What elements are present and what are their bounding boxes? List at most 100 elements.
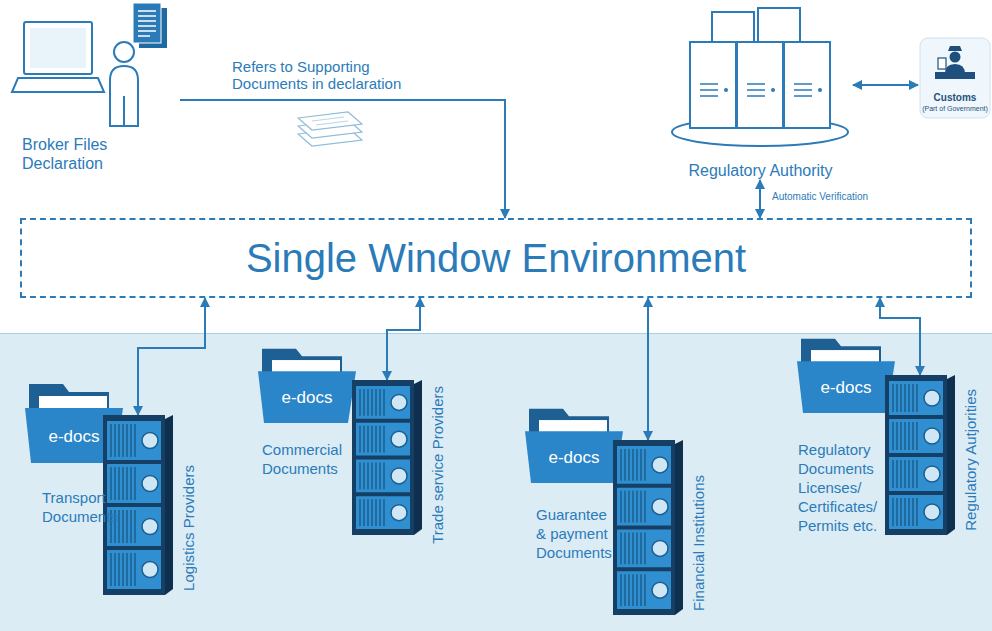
folder-label: e-docs [548, 448, 599, 468]
server-grill [130, 467, 132, 500]
server-rack [165, 415, 173, 595]
server-unit [107, 421, 161, 460]
server-grill [383, 463, 385, 490]
server-grill [620, 449, 622, 481]
person-icon [110, 42, 138, 126]
server-rack [675, 440, 683, 615]
server-unit [617, 488, 671, 526]
person-icon [123, 96, 125, 126]
server-unit [356, 386, 410, 419]
vertical-label-column: Logistics Providers [177, 415, 201, 595]
server-grill [912, 384, 914, 412]
server-unit [889, 419, 943, 453]
background-panel [0, 333, 992, 631]
server-grill [632, 491, 634, 523]
customs-icon [950, 52, 961, 63]
server-rack [613, 440, 683, 615]
server-node: Financial Institutions [613, 440, 713, 615]
server-grill [126, 424, 128, 457]
laptop-icon [30, 28, 86, 68]
connector-arrow [759, 180, 761, 218]
server-grill [904, 384, 906, 412]
icon-node: Broker Files Declaration [15, 5, 180, 173]
background-panel [0, 333, 992, 631]
server-grill [644, 491, 646, 523]
server-grill [632, 533, 634, 565]
server-grill [367, 499, 369, 526]
server-grill [375, 389, 377, 416]
documents-icon [298, 112, 362, 130]
server-grill [640, 533, 642, 565]
server-grill [114, 424, 116, 457]
server-grill [916, 422, 918, 450]
customs-icon [935, 72, 975, 79]
server-cluster [690, 42, 736, 128]
server-grill [134, 553, 136, 586]
customs-icon [948, 46, 962, 51]
icon-label: Customs [934, 92, 977, 104]
server-grill [624, 574, 626, 606]
server-grill [379, 389, 381, 416]
folder-label-area: e-docs [803, 361, 889, 415]
icon-node: Regulatory Authority [668, 5, 853, 180]
icon-sublabel: (Part of Government) [922, 104, 988, 113]
icon-label: Broker Files Declaration [22, 135, 140, 173]
server-node: Regulatory Autjorities [885, 375, 985, 535]
server-fan [142, 562, 158, 578]
server-rack [885, 375, 955, 535]
connector-label: Automatic Verification [772, 191, 922, 203]
server-grill [624, 449, 626, 481]
server-grill [620, 533, 622, 565]
server-grill [375, 426, 377, 453]
server-fan [142, 519, 158, 535]
server-rack [352, 380, 422, 535]
person-icon [110, 66, 138, 126]
server-grill [122, 553, 124, 586]
folder-shape [797, 361, 895, 413]
folder-label-area: e-docs [531, 431, 617, 485]
server-grill [363, 463, 365, 490]
connector-label: Refers to Supporting Documents in declar… [232, 58, 422, 92]
folder-label-area: e-docs [264, 371, 350, 425]
server-grill [371, 499, 373, 526]
connector-arrow [647, 298, 649, 440]
server-grill [900, 384, 902, 412]
server-fan [924, 428, 940, 444]
server-grill [912, 460, 914, 488]
server-grill [644, 574, 646, 606]
server-grill [114, 553, 116, 586]
server-grill [118, 510, 120, 543]
server-grill [640, 449, 642, 481]
server-grill [118, 467, 120, 500]
server-fan [391, 394, 407, 410]
server-cluster [724, 88, 728, 92]
server-grill [130, 424, 132, 457]
vertical-label-column: Regulatory Autjorities [959, 375, 983, 535]
server-grill [908, 498, 910, 526]
server-grill [375, 463, 377, 490]
server-grill [359, 426, 361, 453]
window-title: Single Window Environment [246, 235, 746, 281]
server-grill [359, 499, 361, 526]
server-fan [391, 505, 407, 521]
server-grill [371, 463, 373, 490]
document-stack-icon [138, 11, 156, 36]
server-grill [904, 460, 906, 488]
laptop-icon [12, 78, 104, 92]
server-grill [636, 574, 638, 606]
documents-icon [312, 117, 348, 125]
server-grill [896, 384, 898, 412]
folder-label: e-docs [820, 378, 871, 398]
server-grill [130, 510, 132, 543]
server-fan [652, 499, 668, 515]
server-grill [134, 510, 136, 543]
document-type-label: Guarantee & payment Documents [536, 505, 610, 562]
server-grill [628, 533, 630, 565]
server-grill [122, 510, 124, 543]
server-grill [916, 460, 918, 488]
server-grill [359, 389, 361, 416]
server-grill [363, 389, 365, 416]
folder-icon: e-docs [797, 335, 897, 415]
server-grill [620, 574, 622, 606]
folder-icon: e-docs [258, 345, 358, 425]
